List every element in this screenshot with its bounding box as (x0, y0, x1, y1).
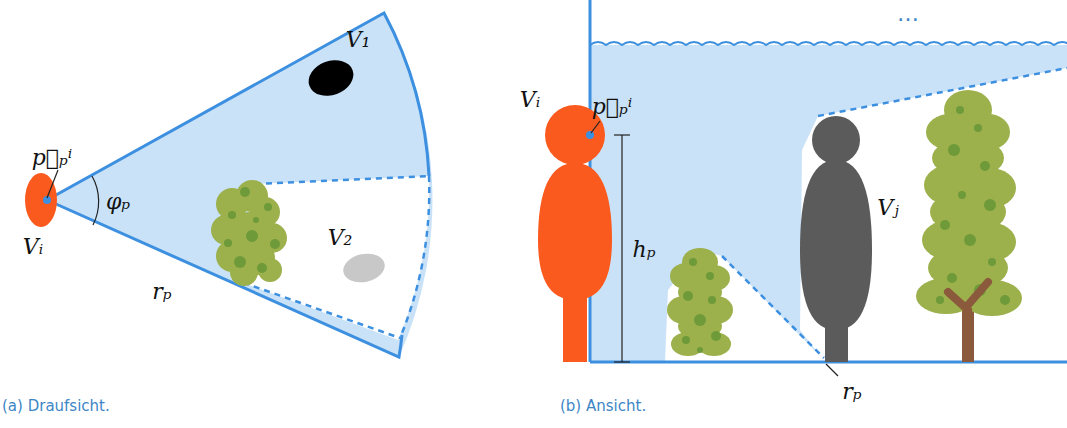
foliage-spot (253, 217, 259, 223)
foliage-spot (682, 336, 690, 344)
foliage-spot (974, 124, 982, 132)
leader-line (591, 121, 600, 133)
dimension-label: rₚ (842, 380, 861, 404)
foliage-spot (706, 272, 714, 280)
occluded-arc (400, 176, 429, 338)
vehicle-label: Vᵢ (23, 235, 43, 259)
foliage-spot (984, 199, 996, 211)
height-dimension (621, 135, 622, 362)
vehicle-label: V₁ (346, 28, 371, 52)
tree-branches (948, 282, 988, 310)
caption: (b) Ansicht. (560, 398, 646, 415)
height-tick (614, 361, 630, 362)
foliage-spot (708, 296, 716, 304)
foliage-spot (958, 191, 966, 199)
foliage-spot (270, 239, 280, 249)
continuation-dots: … (897, 2, 919, 26)
shadow-line (255, 176, 429, 184)
person-vj (800, 116, 872, 362)
foliage-spot (234, 256, 246, 268)
sector-edge (47, 13, 429, 200)
foliage-spot (257, 263, 267, 273)
bush (667, 248, 733, 356)
dimension-label: hₚ (633, 238, 656, 262)
foliage-spot (697, 347, 703, 353)
foliage-spot (240, 187, 250, 197)
leader-line (826, 364, 838, 376)
foliage-spot (980, 161, 990, 171)
foliage-spot (224, 239, 232, 247)
shadow-line (233, 279, 400, 338)
vector-label: p⃗ₚⁱ (592, 95, 633, 119)
vehicle-label: Vᵢ (520, 88, 540, 112)
vehicle-v2 (341, 250, 388, 286)
eye-point (586, 131, 594, 139)
foliage-spot (683, 291, 693, 301)
view-region (590, 45, 1067, 362)
foliage-spot (940, 220, 950, 230)
vehicle-label: Vⱼ (877, 196, 899, 220)
angle-label: φₚ (106, 190, 130, 214)
foliage-spot (246, 230, 258, 242)
shadow-line (818, 68, 1067, 116)
foliage-spot (689, 258, 697, 266)
foliage (258, 258, 282, 282)
dimension-label: rₚ (152, 280, 171, 304)
angle-mark (92, 176, 99, 225)
foliage-spot (694, 314, 706, 326)
foliage-spot (948, 144, 960, 156)
person-vi (538, 105, 612, 362)
vehicle-v1 (304, 54, 359, 102)
foliage-spot (936, 296, 944, 304)
height-tick (614, 134, 630, 135)
sector-edge-lower (47, 200, 402, 357)
foliage-spot (988, 258, 996, 266)
vehicle-label: V₂ (328, 226, 353, 250)
foliage-spot (964, 234, 976, 246)
foliage-spot (947, 273, 957, 283)
foliage-spot (711, 331, 721, 341)
water-surface (590, 42, 1067, 45)
view-sector (47, 13, 432, 357)
bush (916, 90, 1022, 316)
foliage-spot (228, 211, 236, 219)
vector-label: p⃗ₚⁱ (32, 146, 73, 170)
foliage-spot (1000, 295, 1010, 305)
leader-line (47, 170, 58, 198)
foliage-spot (264, 203, 272, 211)
bush (211, 180, 287, 286)
caption: (a) Draufsicht. (2, 398, 110, 415)
vehicle-vi (25, 173, 57, 227)
foliage (697, 332, 731, 356)
foliage-spot (956, 106, 964, 114)
occluded-region (233, 176, 429, 340)
